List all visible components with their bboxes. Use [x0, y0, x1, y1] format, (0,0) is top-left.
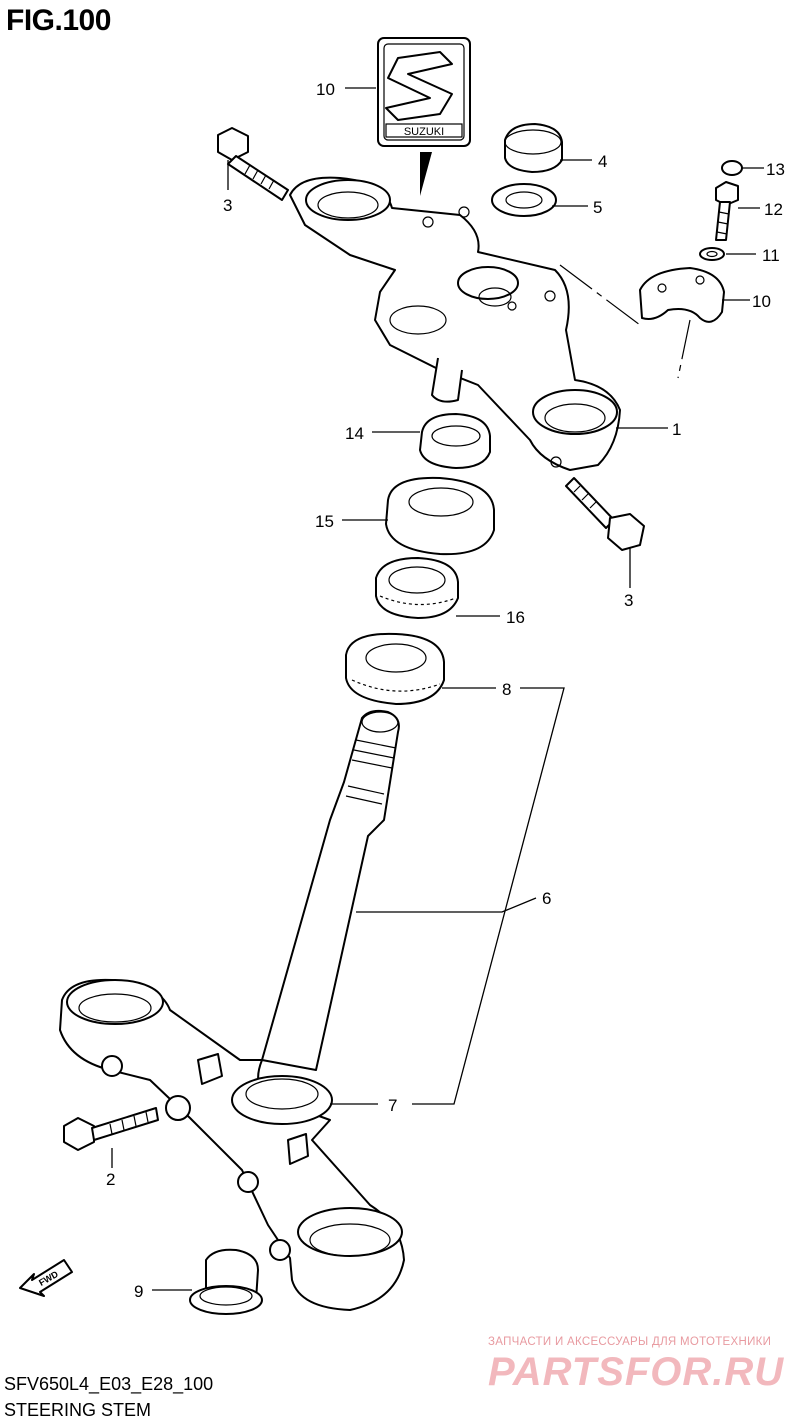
diagram-caption: STEERING STEM	[4, 1400, 152, 1420]
callout-7: 7	[388, 1096, 397, 1115]
watermark-logo: PARTSFOR.RU	[488, 1350, 785, 1394]
callout-9: 9	[134, 1282, 143, 1301]
part-6-steering-stem	[261, 709, 400, 1071]
watermark-tagline: ЗАПЧАСТИ И АКСЕССУАРЫ ДЛЯ МОТОТЕХНИКИ	[488, 1336, 772, 1348]
part-14-cap	[721, 160, 743, 176]
callout-17: 16	[506, 608, 525, 627]
part-12-washer	[699, 247, 725, 261]
part-15-ring-nut	[419, 413, 491, 469]
part-3-bolt-upper	[217, 127, 289, 201]
callout-14: 13	[766, 160, 785, 179]
callout-labels: 10 3 4 5 13 12 11 10 1 14 15 3 16 8 6 7 …	[106, 80, 785, 1301]
callout-10: 10	[752, 292, 771, 311]
part-11-suzuki-emblem: SUZUKI	[377, 37, 471, 147]
callout-11: 10	[316, 80, 335, 99]
part-13-bolt	[715, 181, 739, 241]
part-4-cap-nut	[504, 123, 563, 173]
part-8-lower-bearing	[345, 632, 445, 705]
part-9-cap	[189, 1248, 263, 1315]
part-16-dust-seal	[385, 476, 495, 556]
callout-3-lower: 3	[624, 591, 633, 610]
callout-8: 8	[502, 680, 511, 699]
part-5-washer	[491, 183, 557, 217]
part-1-upper-bracket	[289, 176, 621, 471]
part-2-bolt	[63, 1107, 159, 1151]
part-3-bolt-lower	[565, 477, 645, 551]
emblem-pointer-arrow	[420, 152, 432, 196]
callout-1: 1	[672, 420, 681, 439]
callout-4: 4	[598, 152, 607, 171]
part-10-handlebar-holder	[639, 267, 725, 323]
dashed-assembly-line	[559, 264, 691, 379]
callout-15: 14	[345, 424, 364, 443]
leader-lines	[111, 87, 764, 1291]
part-7-lower-seal	[231, 1075, 333, 1125]
callout-2: 2	[106, 1170, 115, 1189]
callout-16: 15	[315, 512, 334, 531]
part-6-lower-bracket	[59, 978, 405, 1311]
callout-5: 5	[593, 198, 602, 217]
figure-title: FIG.100	[6, 4, 111, 37]
logo-text: SUZUKI	[404, 126, 444, 138]
part-17-upper-bearing	[375, 557, 459, 619]
callout-6: 6	[542, 889, 551, 908]
callout-3-upper: 3	[223, 196, 232, 215]
callout-12: 11	[762, 246, 780, 265]
callout-13: 12	[764, 200, 783, 219]
model-code: SFV650L4_E03_E28_100	[4, 1374, 214, 1394]
fwd-arrow: FWD	[19, 1259, 73, 1297]
